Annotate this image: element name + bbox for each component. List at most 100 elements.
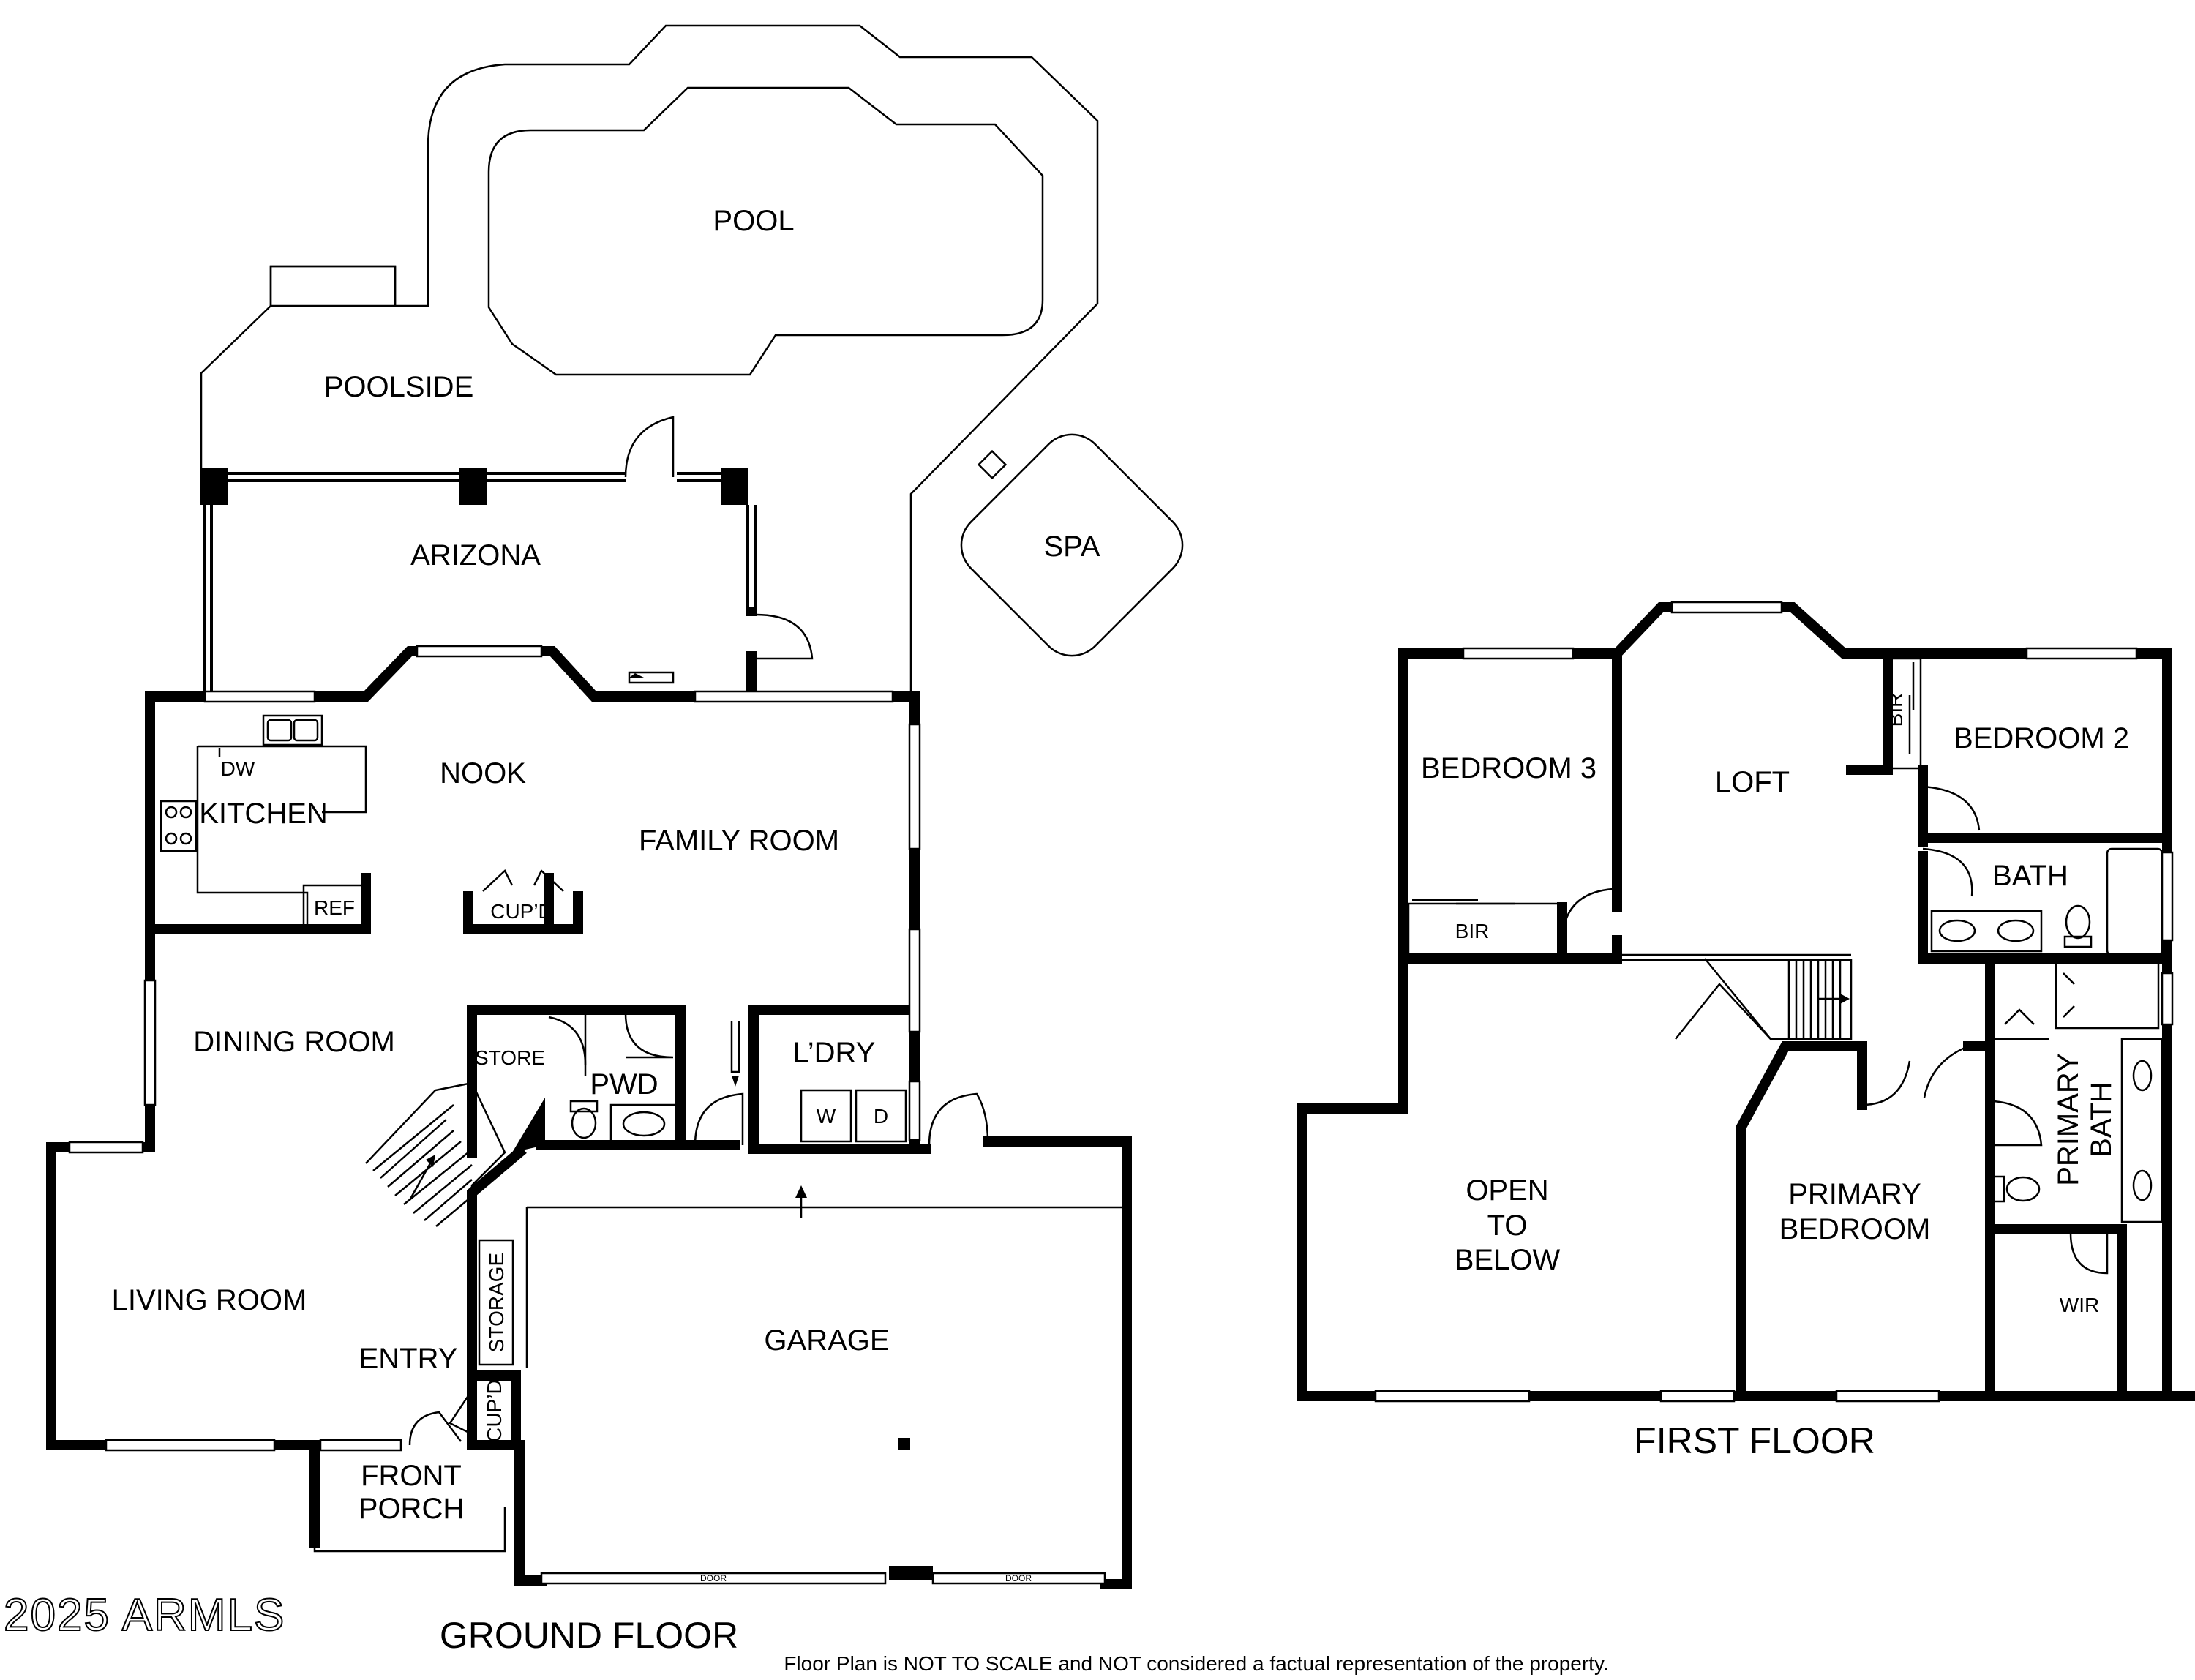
label-pool: POOL [713, 205, 794, 237]
ground-floor-stairs [365, 1081, 545, 1229]
spa-step [977, 449, 1008, 480]
label-loft: LOFT [1715, 766, 1790, 798]
first-floor-title: FIRST FLOOR [1634, 1420, 1875, 1461]
pool-outline [487, 86, 1044, 376]
label-garage-door-1: DOOR [700, 1573, 727, 1583]
primary-bedroom-double-door [1861, 1045, 1969, 1106]
arizona-side-door-swing [755, 613, 814, 660]
room-labels: POOL POOLSIDE SPA ARIZONA NOOK KITCHEN F… [3, 205, 2129, 1675]
nook-bay-wall [195, 646, 920, 1154]
label-poolside: POOLSIDE [324, 371, 474, 403]
label-primary-bedroom-2: BEDROOM [1779, 1213, 1931, 1245]
kitchen-sink [262, 714, 323, 746]
bath-wall [1918, 851, 2172, 964]
washer [800, 1089, 852, 1143]
arizona-room-walls [200, 468, 757, 695]
bath-door-swing [1922, 847, 1973, 897]
label-nook-cupboard: CUP’D [490, 900, 553, 923]
label-washer: W [817, 1105, 836, 1128]
refrigerator [302, 884, 367, 927]
front-porch-outline [313, 1445, 506, 1553]
bedroom-3-door-swing [1561, 888, 1614, 945]
laundry-door-swing [730, 1021, 740, 1073]
label-bedroom-2: BEDROOM 2 [1954, 722, 2129, 754]
storage-closet [478, 1239, 514, 1366]
primary-bedroom-wall [1736, 1041, 1867, 1401]
label-bir-bottom: BIR [1455, 920, 1490, 942]
poolside-step [269, 265, 397, 307]
wir-door-swing [2069, 1232, 2109, 1275]
primary-bath-wall [1985, 953, 2127, 1401]
disclaimer: Floor Plan is NOT TO SCALE and NOT consi… [784, 1652, 1608, 1675]
label-laundry: L’DRY [793, 1037, 876, 1069]
label-living-room: LIVING ROOM [112, 1284, 307, 1316]
watermark: 2025 ARMLS [4, 1590, 285, 1640]
label-front-porch-2: PORCH [359, 1493, 464, 1525]
garage-post [898, 1438, 910, 1450]
first-floor-windows [1374, 601, 2174, 1403]
primary-vanity [2120, 1038, 2164, 1223]
label-bir-top: BIR [1884, 693, 1907, 727]
store-door-swing [548, 1016, 587, 1065]
primary-toilet [2005, 1176, 2041, 1202]
dryer [855, 1089, 907, 1143]
garage-door-1[interactable] [540, 1572, 887, 1585]
nook-cupboard [463, 891, 583, 934]
front-door-swing[interactable] [408, 1411, 462, 1446]
label-entry-cupboard: CUP’D [483, 1379, 506, 1442]
bir-top-closet [1890, 657, 1922, 770]
bath-tub [2106, 847, 2164, 956]
pwd-toilet [571, 1107, 597, 1139]
arizona-door-swing [624, 416, 675, 478]
label-spa: SPA [1043, 530, 1100, 563]
label-family-room: FAMILY ROOM [639, 825, 839, 857]
pwd-door-swing [624, 1013, 674, 1059]
bedroom-2-door-swing [1922, 785, 1981, 831]
label-kitchen: KITCHEN [199, 798, 328, 830]
entry-cupboard [467, 1370, 521, 1450]
label-refrigerator: REF [314, 896, 355, 919]
primary-shower [2055, 961, 2160, 1030]
pwd-store-wall [467, 1005, 686, 1158]
label-bedroom-3: BEDROOM 3 [1421, 752, 1596, 784]
label-bath: BATH [1992, 860, 2068, 892]
label-dryer: D [874, 1105, 888, 1128]
label-dishwasher: DW [221, 757, 255, 780]
kitchen-fixtures [160, 714, 367, 929]
cooktop [160, 800, 198, 852]
label-nook: NOOK [440, 757, 526, 790]
ground-floor-windows [68, 645, 921, 1452]
label-arizona: ARIZONA [410, 539, 541, 571]
primary-bath-door-swing [1993, 1100, 2043, 1147]
label-primary-bedroom-1: PRIMARY [1788, 1178, 1921, 1210]
first-floor-exterior-wall [1297, 648, 2195, 1401]
label-open-2: TO [1487, 1210, 1528, 1242]
label-open-1: OPEN [1466, 1174, 1548, 1207]
garage-entry-door-swing [694, 1092, 744, 1146]
label-front-porch-1: FRONT [361, 1460, 462, 1492]
ground-floor-title: GROUND FLOOR [440, 1615, 738, 1656]
label-open-3: BELOW [1455, 1244, 1561, 1276]
garage-door-2[interactable] [931, 1572, 1106, 1585]
pool-deck-outline [200, 24, 1099, 699]
first-floor-plan [1297, 601, 2195, 1403]
label-pwd: PWD [590, 1068, 658, 1100]
garage-west-wall [467, 1145, 547, 1586]
ground-floor-plan [46, 24, 1184, 1589]
label-primary-bath-2: BATH [2085, 1081, 2117, 1158]
bedroom-2-wall [1846, 648, 1893, 775]
label-storage: STORAGE [485, 1253, 508, 1352]
garage-wall [983, 1136, 1132, 1589]
label-dining-room: DINING ROOM [193, 1026, 395, 1058]
laundry-wall [748, 1005, 920, 1154]
side-door-swing [928, 1092, 989, 1146]
bath-toilet [2065, 904, 2091, 940]
label-primary-bath-1: PRIMARY [2052, 1053, 2085, 1186]
label-entry: ENTRY [359, 1343, 458, 1375]
label-garage: GARAGE [764, 1324, 889, 1357]
pwd-vanity [609, 1103, 678, 1144]
label-garage-door-2: DOOR [1005, 1573, 1032, 1583]
label-store: STORE [475, 1046, 545, 1069]
spa-outline [960, 433, 1184, 657]
